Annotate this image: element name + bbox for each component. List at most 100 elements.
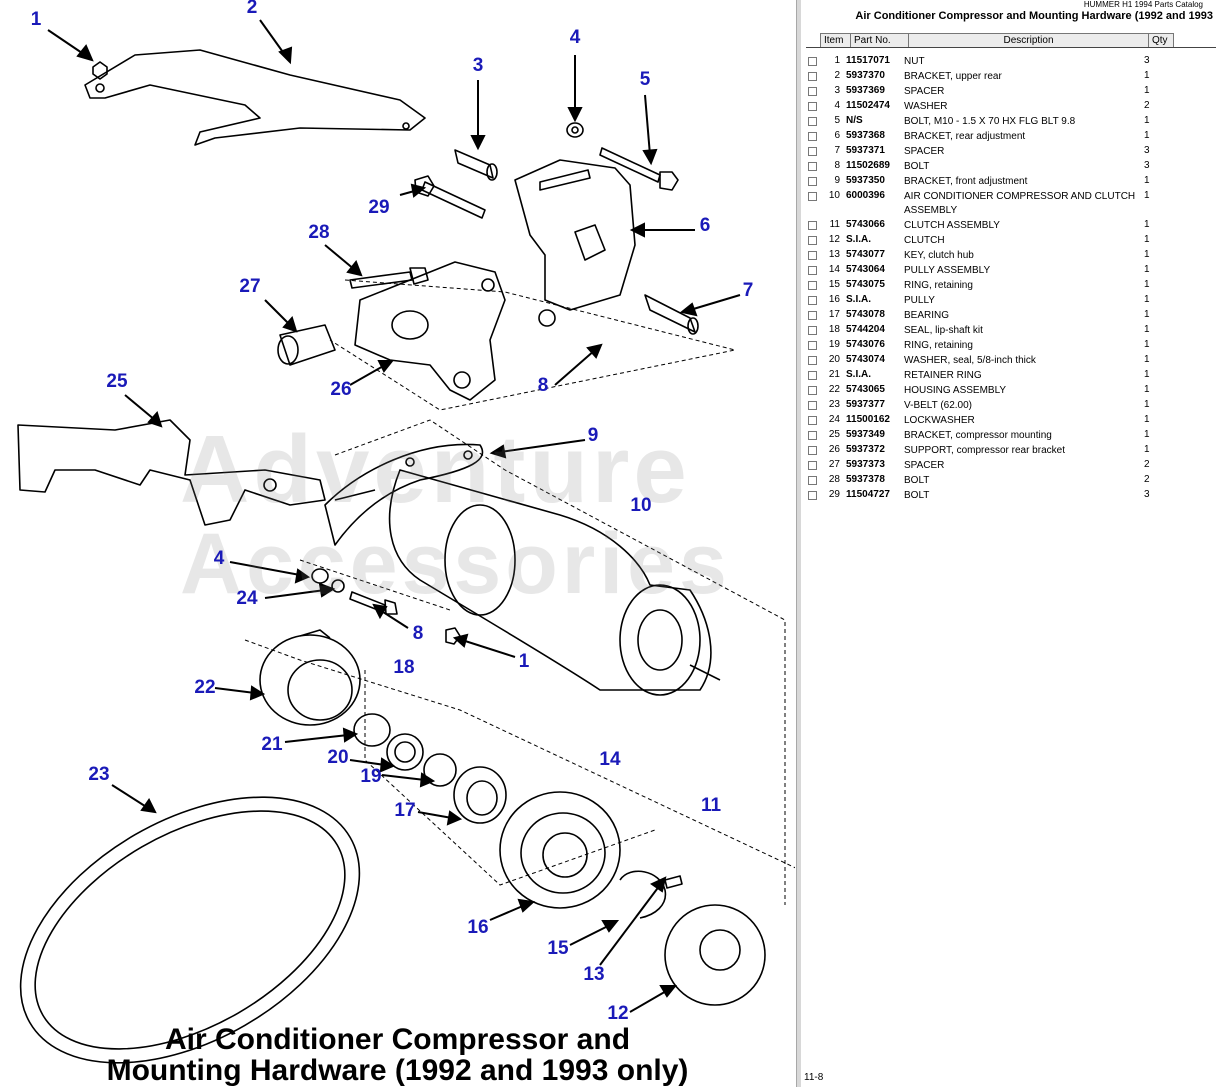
row-description: PULLY bbox=[904, 295, 935, 306]
row-description: WASHER, seal, 5/8-inch thick bbox=[904, 355, 1036, 366]
row-checkbox[interactable] bbox=[808, 296, 817, 305]
row-item: 5 bbox=[834, 115, 840, 126]
row-item: 11 bbox=[829, 219, 840, 230]
row-item: 3 bbox=[834, 85, 840, 96]
header-spacer bbox=[806, 33, 820, 47]
row-checkbox[interactable] bbox=[808, 281, 817, 290]
row-description: RETAINER RING bbox=[904, 370, 982, 381]
compressor-body bbox=[388, 469, 712, 691]
row-checkbox[interactable] bbox=[808, 251, 817, 260]
row-checkbox[interactable] bbox=[808, 371, 817, 380]
header-description[interactable]: Description bbox=[908, 33, 1148, 47]
row-part-no: 11500162 bbox=[846, 414, 890, 425]
row-checkbox[interactable] bbox=[808, 117, 817, 126]
row-part-no: N/S bbox=[846, 115, 863, 126]
row-part-no: 5937373 bbox=[846, 459, 885, 470]
row-checkbox[interactable] bbox=[808, 57, 817, 66]
row-checkbox[interactable] bbox=[808, 431, 817, 440]
row-checkbox[interactable] bbox=[808, 416, 817, 425]
row-checkbox[interactable] bbox=[808, 401, 817, 410]
row-checkbox[interactable] bbox=[808, 356, 817, 365]
header-item[interactable]: Item bbox=[820, 33, 850, 47]
row-checkbox[interactable] bbox=[808, 147, 817, 156]
row-checkbox[interactable] bbox=[808, 461, 817, 470]
row-description: CLUTCH bbox=[904, 235, 945, 246]
row-item: 13 bbox=[828, 249, 840, 260]
row-item: 26 bbox=[828, 444, 840, 455]
parts-list-panel: HUMMER H1 1994 Parts Catalog Air Conditi… bbox=[801, 0, 1221, 1087]
row-checkbox[interactable] bbox=[808, 341, 817, 350]
row-item: 25 bbox=[828, 429, 840, 440]
row-description: BOLT, M10 - 1.5 X 70 HX FLG BLT 9.8 bbox=[904, 116, 1076, 127]
compressor-mounting-bracket bbox=[17, 419, 326, 526]
row-checkbox[interactable] bbox=[808, 446, 817, 455]
row-checkbox[interactable] bbox=[808, 491, 817, 500]
row-qty: 2 bbox=[1144, 474, 1150, 485]
callout-7: 7 bbox=[742, 280, 754, 301]
header-part-no[interactable]: Part No. bbox=[850, 33, 908, 47]
row-checkbox[interactable] bbox=[808, 87, 817, 96]
callout-23: 23 bbox=[88, 764, 110, 785]
row-checkbox[interactable] bbox=[808, 326, 817, 335]
row-part-no: 5743077 bbox=[846, 249, 885, 260]
row-checkbox[interactable] bbox=[808, 132, 817, 141]
caption-line-1: Air Conditioner Compressor and bbox=[164, 1023, 631, 1056]
row-checkbox[interactable] bbox=[808, 162, 817, 171]
row-description: RING, retaining bbox=[904, 340, 973, 351]
row-part-no: 5743065 bbox=[846, 384, 885, 395]
row-checkbox[interactable] bbox=[808, 192, 817, 201]
header-qty[interactable]: Qty bbox=[1148, 33, 1174, 47]
row-qty: 1 bbox=[1144, 190, 1150, 201]
row-checkbox[interactable] bbox=[808, 266, 817, 275]
row-checkbox[interactable] bbox=[808, 221, 817, 230]
catalog-title: HUMMER H1 1994 Parts Catalog bbox=[1083, 0, 1203, 9]
row-item: 1 bbox=[834, 55, 840, 66]
row-checkbox[interactable] bbox=[808, 236, 817, 245]
housing-assembly bbox=[259, 634, 361, 726]
row-part-no: S.I.A. bbox=[846, 294, 872, 305]
callout-6: 6 bbox=[699, 215, 711, 236]
row-checkbox[interactable] bbox=[808, 311, 817, 320]
row-item: 8 bbox=[834, 160, 840, 171]
row-checkbox[interactable] bbox=[808, 476, 817, 485]
row-item: 23 bbox=[828, 399, 840, 410]
row-description: NUT bbox=[904, 56, 925, 67]
row-qty: 1 bbox=[1144, 399, 1150, 410]
row-checkbox[interactable] bbox=[808, 177, 817, 186]
row-item: 28 bbox=[828, 474, 840, 485]
row-checkbox[interactable] bbox=[808, 386, 817, 395]
row-checkbox[interactable] bbox=[808, 102, 817, 111]
row-checkbox[interactable] bbox=[808, 72, 817, 81]
rear-adjustment-bracket bbox=[514, 159, 636, 311]
